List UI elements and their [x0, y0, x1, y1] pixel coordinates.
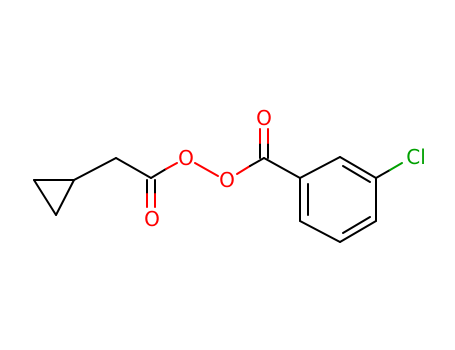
bond: [165, 162, 178, 170]
bond: [375, 169, 391, 179]
chlorine-atom-label: Cl: [406, 145, 426, 169]
bond: [263, 157, 301, 179]
bond: [236, 165, 251, 175]
left-carbonyl-double-bond: [146, 179, 156, 208]
bond: [115, 157, 152, 179]
bond: [299, 220, 341, 243]
bond: [55, 179, 75, 216]
bond: [194, 162, 219, 177]
bond: [339, 156, 377, 179]
bond: [339, 220, 377, 243]
bond: [389, 162, 403, 171]
bond: [299, 156, 341, 179]
oxygen-atom-label: O: [256, 106, 272, 130]
oxygen-atom-label: O: [178, 146, 194, 170]
bond: [342, 165, 371, 183]
cyclopropyl-ring: [33, 179, 75, 216]
oxygen-atom-label: O: [144, 207, 160, 231]
bond: [249, 157, 265, 167]
bond: [33, 179, 57, 216]
right-carbonyl-double-bond: [259, 128, 269, 159]
benzene-ring: [299, 156, 377, 243]
bond: [73, 157, 117, 181]
oxygen-atom-label: O: [219, 168, 235, 192]
bond: [342, 216, 371, 234]
bond: [150, 168, 167, 179]
